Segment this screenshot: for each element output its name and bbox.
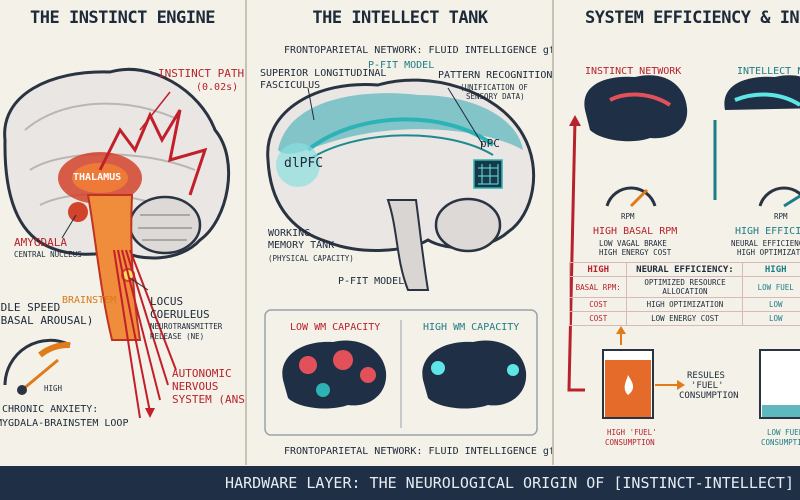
system-efficiency-panel: SYSTEM EFFICIENCY & INTEGRATION INSTINCT… (555, 0, 800, 465)
nervous-label: NERVOUS (172, 380, 219, 393)
locus-label: LOCUS (150, 295, 184, 308)
high-optimization-sub: HIGH OPTIMIZATION (737, 248, 800, 257)
low-fuel-label-2: CONSUMPTION (761, 438, 800, 447)
low-wm-label: LOW WM CAPACITY (290, 322, 381, 333)
amygdala-label: AMYGDALA (14, 236, 67, 249)
chronic-anxiety-label: CHRONIC ANXIETY: (2, 404, 99, 415)
amygdala-sub-label: CENTRAL NUCLEUS (14, 250, 82, 259)
coeruleus-label: COERULEUS (150, 308, 210, 321)
low-vagal-label: LOW VAGAL BRAKE (599, 239, 667, 248)
table-cell: HIGH (742, 262, 800, 277)
efficiency-table: HIGH NEURAL EFFICIENCY: HIGH BASAL RPM: … (568, 262, 800, 326)
neurotransmitter-label: NEUROTRANSMITTER (150, 322, 223, 331)
release-ne-label: RELEASE (NE) (150, 332, 205, 341)
table-cell: LOW FUEL (742, 276, 800, 298)
working-label: WORKING (268, 228, 311, 239)
results-label-1: RESULES (687, 371, 725, 381)
table-cell: COST (568, 311, 628, 326)
idle-speed-label: IDLE SPEED (0, 301, 61, 314)
table-cell: OPTIMIZED RESOURCE ALLOCATION (626, 276, 744, 298)
rpm-right-label: RPM (774, 212, 788, 221)
ans-arrows (113, 249, 177, 419)
instinct-network-label: INSTINCT NETWORK (585, 66, 682, 77)
table-cell: LOW (742, 297, 800, 312)
ppc-label: pPC (480, 137, 500, 150)
brainstem-shape (86, 194, 142, 341)
ans-label: SYSTEM (ANS) (172, 393, 247, 406)
table-cell: BASAL RPM: (568, 276, 628, 298)
table-row: COST LOW ENERGY COST LOW (568, 311, 800, 326)
high-basal-rpm-label: HIGH BASAL RPM (593, 226, 678, 237)
results-label-2: 'FUEL' (691, 381, 724, 391)
idle-speed-gauge (3, 338, 71, 395)
table-cell: LOW ENERGY COST (626, 311, 744, 326)
amygdala-node (68, 202, 88, 222)
dlpfc-label: dlPFC (284, 156, 324, 171)
pfit-bottom-label: P-FIT MODEL (338, 276, 405, 287)
cerebellum (434, 197, 502, 253)
instinct-brain-illustration (3, 67, 230, 419)
table-cell: NEURAL EFFICIENCY: (626, 262, 744, 277)
rpm-left-label: RPM (621, 212, 635, 221)
brainstem-label: BRAINSTEM (62, 295, 117, 306)
instinct-loop (567, 119, 585, 392)
high-wm-label: HIGH WM CAPACITY (423, 322, 520, 333)
basal-arousal-label: (BASAL AROUSAL) (0, 314, 94, 327)
physical-capacity-label: (PHYSICAL CAPACITY) (268, 254, 354, 263)
bottom-caption: FRONTOPARIETAL NETWORK: FLUID INTELLIGEN… (284, 446, 554, 457)
memory-tank-label: MEMORY TANK (268, 240, 335, 251)
slf-label-1: SUPERIOR LONGITUDINAL (260, 68, 387, 79)
table-cell: HIGH OPTIMIZATION (626, 297, 744, 312)
high-fuel-label-2: CONSUMPTION (605, 438, 655, 447)
pattern-recognition-label: PATTERN RECOGNITION (438, 70, 553, 81)
instinct-path-label: INSTINCT PATH (158, 67, 245, 80)
pfit-top-label: P-FIT MODEL (368, 60, 435, 71)
frontal-lobe-glow (278, 93, 523, 154)
ppc-grid (473, 159, 503, 189)
thalamus-label: THALAMUS (73, 172, 122, 183)
panel-title: SYSTEM EFFICIENCY & INTEGRATION (585, 8, 800, 28)
high-wm-brain (422, 340, 527, 409)
slf-label-2: FASCICULUS (260, 80, 321, 91)
pattern-sub-2: SENSORY DATA) (466, 92, 525, 101)
autonomic-label: AUTONOMIC (172, 367, 232, 380)
gauge-high-label: HIGH (44, 384, 63, 393)
instinct-time-label: (0.02s) (196, 82, 239, 93)
neural-efficiency-sub: NEURAL EFFICIENCY H (731, 239, 800, 248)
footer-banner: HARDWARE LAYER: THE NEUROLOGICAL ORIGIN … (0, 466, 800, 500)
results-label-3: CONSUMPTION (679, 391, 739, 401)
instinct-network-brain (584, 75, 688, 142)
pattern-sub-1: (UNIFICATION OF (460, 83, 528, 92)
table-cell: HIGH (568, 262, 628, 277)
high-energy-label: HIGH ENERGY COST (599, 248, 672, 257)
rpm-gauge-left (605, 186, 657, 207)
intellect-tank-panel: THE INTELLECT TANK FRONTOPARIETAL NETWOR… (248, 0, 554, 465)
instinct-path-bolt (98, 109, 208, 196)
instinct-engine-panel: THE INSTINCT ENGINE (0, 0, 247, 465)
rpm-gauge-right (758, 186, 800, 207)
table-cell: COST (568, 297, 628, 312)
dlpfc-node (276, 143, 320, 187)
intellect-brain-illustration (264, 78, 538, 436)
cerebellum (128, 195, 202, 255)
frontoparietal-subtitle: FRONTOPARIETAL NETWORK: FLUID INTELLIGEN… (284, 45, 554, 56)
table-cell: LOW (742, 311, 800, 326)
high-fuel-label-1: HIGH 'FUEL' (607, 428, 657, 437)
panel-title: THE INSTINCT ENGINE (30, 8, 215, 28)
efficiency-illustration (567, 75, 800, 419)
table-row: COST HIGH OPTIMIZATION LOW (568, 297, 800, 312)
high-efficiency-label: HIGH EFFICIENCY (735, 226, 800, 237)
slf-tract (306, 117, 495, 152)
table-row: BASAL RPM: OPTIMIZED RESOURCE ALLOCATION… (568, 276, 800, 298)
low-fuel-label-1: LOW FUEL (767, 428, 800, 437)
amygdala-brainstem-loop-label: AMYGDALA-BRAINSTEM LOOP (0, 418, 129, 429)
panel-title: THE INTELLECT TANK (312, 8, 488, 28)
table-row: HIGH NEURAL EFFICIENCY: HIGH (568, 262, 800, 277)
intellect-network-label: INTELLECT NETWORK (737, 66, 800, 77)
